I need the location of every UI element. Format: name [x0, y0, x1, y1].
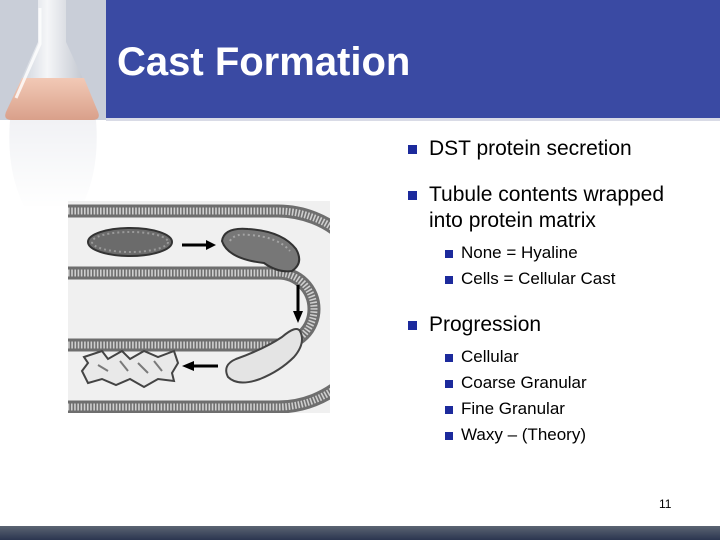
bullet-text: DST protein secretion — [429, 137, 632, 160]
footer-bar — [0, 526, 720, 540]
laboratory-flask-icon — [0, 0, 106, 210]
title-divider — [106, 118, 720, 121]
sub-bullet-list: None = Hyaline Cells = Cellular Cast — [429, 240, 705, 292]
sub-bullet-item: Cellular — [429, 344, 705, 370]
bullet-item: Progression Cellular Coarse Granular Fin… — [405, 312, 705, 448]
square-bullet-icon — [408, 145, 417, 154]
sub-bullet-text: Waxy – (Theory) — [461, 425, 587, 444]
sub-bullet-text: Fine Granular — [461, 399, 565, 418]
sub-bullet-list: Cellular Coarse Granular Fine Granular W… — [429, 344, 705, 448]
square-bullet-icon — [408, 321, 417, 330]
sub-bullet-text: None = Hyaline — [461, 243, 578, 262]
sub-bullet-item: Cells = Cellular Cast — [429, 266, 705, 292]
square-bullet-icon — [445, 276, 453, 284]
tubule-outer-wall — [68, 204, 330, 413]
title-bar — [0, 0, 720, 118]
square-bullet-icon — [445, 354, 453, 362]
bullet-item: DST protein secretion — [405, 136, 705, 162]
arrow-down — [293, 285, 303, 323]
arrow-right — [182, 240, 216, 250]
sub-bullet-text: Coarse Granular — [461, 373, 587, 392]
sub-bullet-item: Fine Granular — [429, 396, 705, 422]
square-bullet-icon — [445, 380, 453, 388]
square-bullet-icon — [445, 250, 453, 258]
fine-granular-cast — [225, 328, 303, 384]
sub-bullet-item: None = Hyaline — [429, 240, 705, 266]
sub-bullet-text: Cellular — [461, 347, 519, 366]
bullet-text: Progression — [429, 313, 542, 336]
sub-bullet-item: Waxy – (Theory) — [429, 422, 705, 448]
page-number: 11 — [659, 497, 672, 511]
cast-formation-diagram — [68, 201, 330, 413]
bullet-item: Tubule contents wrapped into protein mat… — [405, 182, 705, 292]
slide-title: Cast Formation — [117, 40, 411, 84]
bullet-list: DST protein secretion Tubule contents wr… — [405, 136, 705, 468]
bullet-text: Tubule contents wrapped into protein mat… — [429, 183, 665, 232]
square-bullet-icon — [445, 406, 453, 414]
coarse-granular-cast — [220, 227, 301, 273]
waxy-cast — [80, 349, 180, 389]
arrow-left — [182, 361, 218, 371]
cellular-cast — [87, 227, 173, 257]
square-bullet-icon — [408, 191, 417, 200]
sub-bullet-item: Coarse Granular — [429, 370, 705, 396]
sub-bullet-text: Cells = Cellular Cast — [461, 269, 616, 288]
square-bullet-icon — [445, 432, 453, 440]
